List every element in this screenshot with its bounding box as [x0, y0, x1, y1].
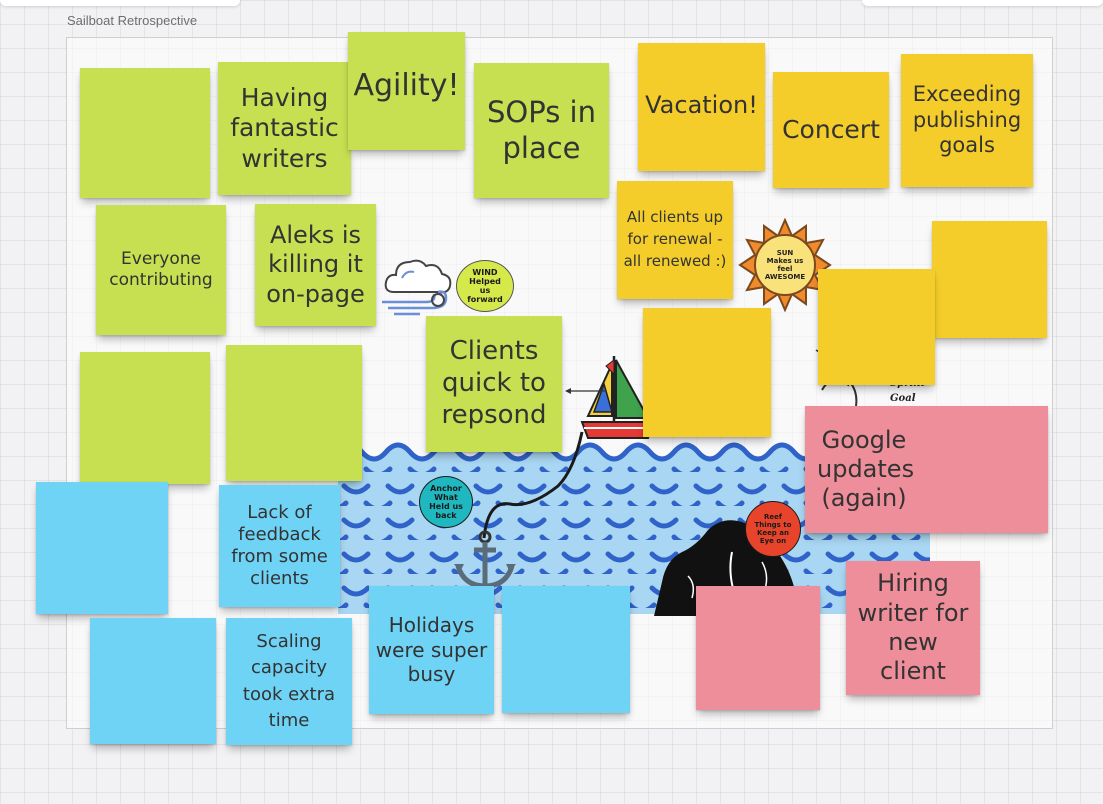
sticky-note-empty[interactable] — [36, 482, 168, 614]
cloud-wind-icon — [380, 250, 456, 316]
sticky-note[interactable]: Having fantastic writers — [218, 62, 351, 195]
sticky-note[interactable]: Lack of feedback from some clients — [219, 485, 340, 607]
sticky-text: All clients up for renewal - all renewed… — [623, 208, 727, 270]
wind-label[interactable]: WIND Helped us forward — [456, 260, 514, 312]
sticky-note[interactable]: All clients up for renewal - all renewed… — [617, 181, 733, 299]
sticky-text: Exceeding publishing goals — [912, 82, 1022, 158]
sticky-text: SOPs in place — [487, 95, 596, 165]
toolbar-right — [862, 0, 1103, 6]
toolbar-left — [0, 0, 240, 6]
sticky-text: Having fantastic writers — [230, 82, 339, 173]
sticky-note[interactable]: Vacation! — [638, 43, 765, 171]
frame-title[interactable]: Sailboat Retrospective — [67, 13, 198, 28]
sticky-text: Everyone contributing — [109, 249, 213, 290]
sticky-text: Aleks is killing it on-page — [266, 221, 365, 308]
sticky-note[interactable]: Concert — [773, 72, 889, 188]
sticky-note[interactable]: Clients quick to repsond — [426, 316, 562, 452]
connector-arrow — [565, 386, 605, 396]
sticky-text: Scaling capacity took extra time — [242, 631, 336, 731]
sticky-text: Holidays were super busy — [375, 613, 488, 687]
sun-icon — [738, 218, 832, 312]
sticky-note[interactable]: Google updates (again) — [805, 406, 1048, 533]
sticky-note[interactable]: Scaling capacity took extra time — [226, 618, 352, 745]
anchor-label[interactable]: Anchor What Held us back — [419, 476, 473, 528]
sticky-note-empty[interactable] — [643, 308, 771, 437]
sticky-note-empty[interactable] — [80, 68, 210, 198]
sticky-note[interactable]: Hiring writer for new client — [846, 561, 980, 695]
sailboat-icon — [578, 352, 668, 440]
sticky-note[interactable]: Aleks is killing it on-page — [255, 204, 376, 326]
sticky-note[interactable]: Holidays were super busy — [369, 586, 494, 714]
sticky-note-empty[interactable] — [696, 586, 820, 710]
sticky-text: Google updates (again) — [817, 425, 915, 513]
sticky-text: Vacation! — [645, 91, 758, 119]
reef-label[interactable]: Reef Things to Keep an Eye on — [745, 501, 801, 557]
sticky-note-empty[interactable] — [818, 269, 935, 385]
sticky-note-empty[interactable] — [932, 221, 1047, 338]
sticky-note[interactable]: SOPs in place — [474, 63, 609, 198]
sticky-text: Concert — [782, 114, 880, 144]
sticky-text: Agility! — [353, 68, 460, 103]
sticky-note-empty[interactable] — [502, 586, 630, 713]
sticky-note[interactable]: Agility! — [348, 32, 465, 150]
sun-label[interactable]: SUN Makes us feel AWESOME — [764, 248, 806, 282]
sticky-text: Clients quick to repsond — [441, 336, 547, 430]
sticky-note[interactable]: Everyone contributing — [96, 205, 226, 335]
sticky-text: Lack of feedback from some clients — [231, 502, 328, 589]
anchor-rope — [470, 430, 590, 542]
anchor-icon — [454, 530, 516, 590]
sticky-note-empty[interactable] — [226, 345, 362, 481]
sticky-text: Hiring writer for new client — [857, 569, 969, 686]
sticky-note-empty[interactable] — [80, 352, 210, 484]
sticky-note[interactable]: Exceeding publishing goals — [901, 54, 1033, 187]
sticky-note-empty[interactable] — [90, 618, 216, 744]
